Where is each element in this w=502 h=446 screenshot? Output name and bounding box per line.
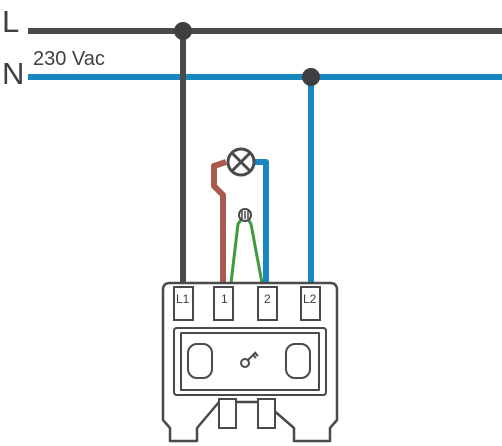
- terminal-slot-l2: [300, 286, 321, 321]
- voltage-label: 230 Vac: [33, 48, 105, 70]
- cutout-left: [187, 343, 213, 379]
- bottom-slot-left: [218, 398, 237, 429]
- indicator-wire-left: [229, 215, 246, 284]
- bottom-slots: [218, 398, 276, 429]
- panel-cutouts: [187, 343, 311, 379]
- line-junction-dot: [174, 22, 192, 40]
- line-label: L: [2, 4, 19, 39]
- terminal-slot-2: [257, 286, 278, 321]
- terminal-slot-l1: [173, 286, 194, 321]
- neutral-label: N: [2, 56, 24, 91]
- terminal-label-1: 1: [221, 292, 228, 306]
- indicator-wire-right: [244, 215, 264, 284]
- terminal-label-l1: L1: [176, 292, 190, 306]
- lamp-return-wire: [255, 159, 269, 283]
- lamp-feed-wire: [211, 159, 227, 283]
- cutout-right: [285, 343, 311, 379]
- lamp-cross-icon: [226, 147, 256, 177]
- switch-body: [161, 281, 339, 443]
- terminal-slot-1: [213, 286, 234, 321]
- terminal-label-l2: L2: [303, 292, 317, 306]
- key-icon: [240, 351, 259, 368]
- neon-indicator-icon: [238, 208, 252, 222]
- neutral-junction-dot: [302, 68, 320, 86]
- terminal-label-2: 2: [264, 292, 271, 306]
- bottom-slot-right: [257, 398, 276, 429]
- terminal-slots: [173, 286, 321, 321]
